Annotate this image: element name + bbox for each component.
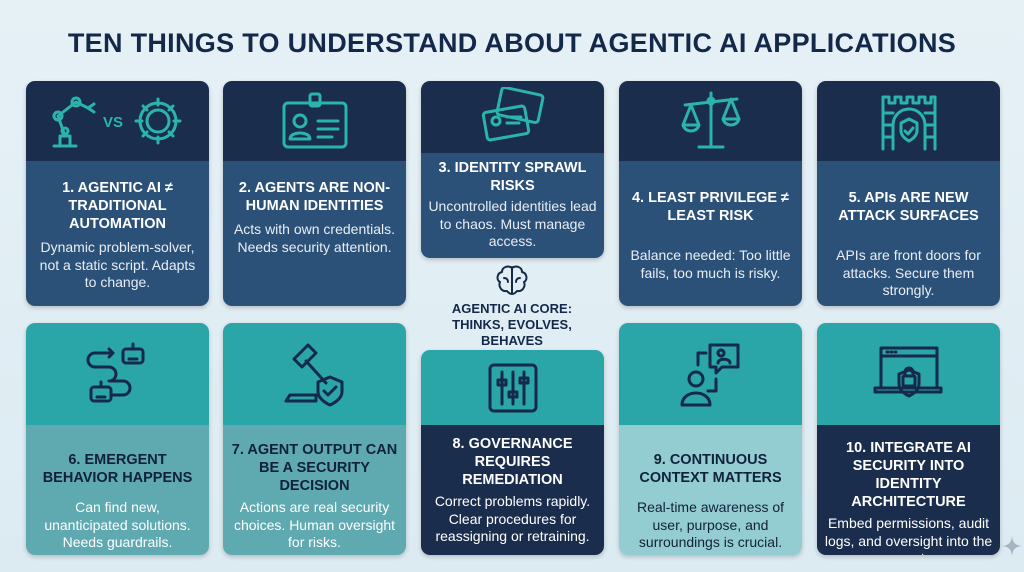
sparkle-icon xyxy=(1002,536,1022,556)
card-1: VS 1. AGENTIC AI ≠ TRADITIONAL AUTOMATIO… xyxy=(26,81,209,306)
card-title: 10. INTEGRATE AI SECURITY INTO IDENTITY … xyxy=(846,440,971,510)
card-title: 3. IDENTITY SPRAWL RISKS xyxy=(438,160,587,194)
card-3: 3. IDENTITY SPRAWL RISKS Uncontrolled ide… xyxy=(421,81,604,258)
scales-icon xyxy=(619,81,802,161)
gavel-shield-icon xyxy=(223,323,406,425)
robot-arm-vs-gear-icon: VS xyxy=(26,81,209,161)
card-title: 1. AGENTIC AI ≠ TRADITIONAL AUTOMATION xyxy=(62,180,173,232)
card-title: 8. GOVERNANCE REQUIRES REMEDIATION xyxy=(452,436,573,488)
core-label-1: AGENTIC AI CORE: xyxy=(451,301,573,316)
card-title: 6. EMERGENT BEHAVIOR HAPPENS xyxy=(42,452,193,486)
card-10: 10. INTEGRATE AI SECURITY INTO IDENTITY … xyxy=(817,323,1000,555)
card-2: 2. AGENTS ARE NON-HUMAN IDENTITIES Acts w… xyxy=(223,81,406,306)
sliders-icon xyxy=(421,350,604,425)
robots-path-icon xyxy=(26,323,209,425)
card-body: Acts with own credentials. Needs securit… xyxy=(233,221,396,255)
card-4: 4. LEAST PRIVILEGE ≠ LEAST RISK Balance n… xyxy=(619,81,802,306)
card-9: 9. CONTINUOUS CONTEXT MATTERS Real-time a… xyxy=(619,323,802,555)
card-body: Balance needed: Too little fails, too mu… xyxy=(630,247,791,281)
card-body: APIs are front doors for attacks. Secure… xyxy=(836,247,981,298)
card-body: Embed permissions, audit logs, and overs… xyxy=(824,515,993,555)
card-body: Uncontrolled identities lead to chaos. M… xyxy=(428,198,597,249)
card-title: 7. AGENT OUTPUT CAN BE A SECURITY DECISI… xyxy=(231,442,398,494)
card-body: Can find new, unanticipated solutions. N… xyxy=(44,499,191,550)
card-title: 9. CONTINUOUS CONTEXT MATTERS xyxy=(639,452,782,486)
brain-icon xyxy=(496,265,528,295)
castle-gate-shield-icon xyxy=(817,81,1000,161)
id-cards-icon xyxy=(421,81,604,153)
core-label-2: THINKS, EVOLVES, BEHAVES xyxy=(452,317,572,348)
card-title: 4. LEAST PRIVILEGE ≠ LEAST RISK xyxy=(631,190,789,224)
card-body: Real-time awareness of user, purpose, an… xyxy=(636,499,785,550)
card-5: 5. APIs ARE NEW ATTACK SURFACES APIs are … xyxy=(817,81,1000,306)
vs-label: VS xyxy=(103,114,123,131)
laptop-lock-icon xyxy=(817,323,1000,425)
card-title: 2. AGENTS ARE NON-HUMAN IDENTITIES xyxy=(238,180,391,214)
card-title: 5. APIs ARE NEW ATTACK SURFACES xyxy=(838,190,979,224)
card-7: 7. AGENT OUTPUT CAN BE A SECURITY DECISI… xyxy=(223,323,406,555)
user-chat-icon xyxy=(619,323,802,425)
card-body: Dynamic problem-solver, not a static scr… xyxy=(39,239,196,290)
page-title: TEN THINGS TO UNDERSTAND ABOUT AGENTIC A… xyxy=(67,28,957,58)
agentic-ai-core: AGENTIC AI CORE: THINKS, EVOLVES, BEHAVE… xyxy=(420,264,604,349)
card-body: Actions are real security choices. Human… xyxy=(233,499,396,550)
id-badge-icon xyxy=(223,81,406,161)
card-body: Correct problems rapidly. Clear procedur… xyxy=(434,493,591,544)
card-6: 6. EMERGENT BEHAVIOR HAPPENS Can find new… xyxy=(26,323,209,555)
